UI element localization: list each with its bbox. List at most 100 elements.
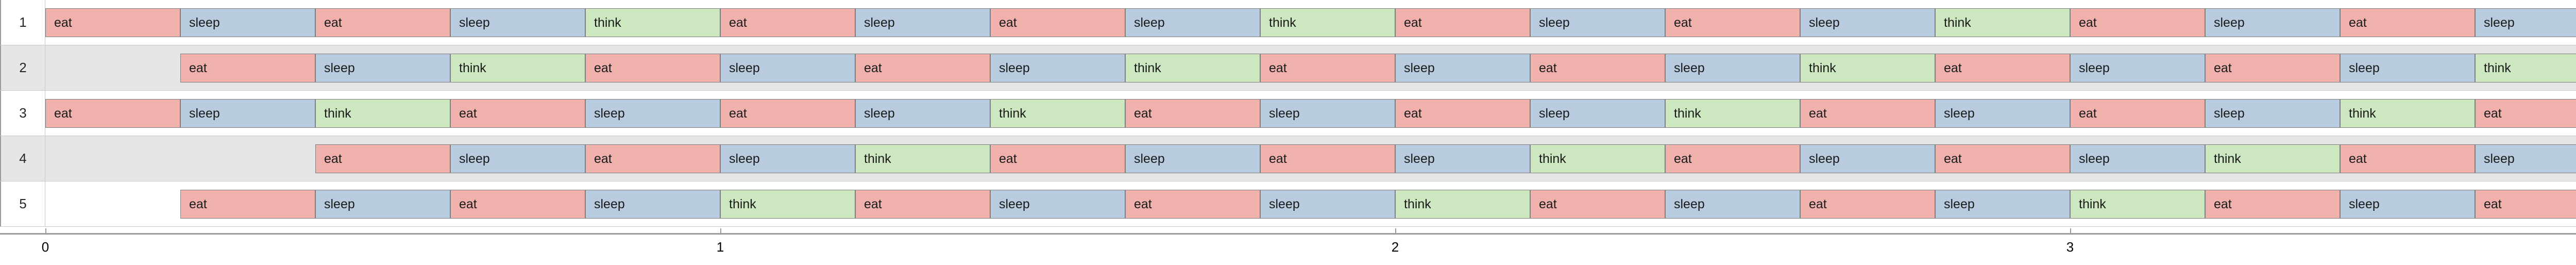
- gantt-segment-sleep[interactable]: sleep: [720, 54, 855, 82]
- gantt-segment-eat[interactable]: eat: [2475, 190, 2576, 219]
- gantt-segment-eat[interactable]: eat: [1260, 144, 1395, 173]
- gantt-segment-eat[interactable]: eat: [855, 190, 990, 219]
- gantt-segment-eat[interactable]: eat: [2205, 190, 2340, 219]
- gantt-segment-eat[interactable]: eat: [2205, 54, 2340, 82]
- gantt-segment-sleep[interactable]: sleep: [1800, 144, 1935, 173]
- gantt-segment-eat[interactable]: eat: [585, 54, 720, 82]
- gantt-segment-eat[interactable]: eat: [2070, 8, 2205, 37]
- gantt-segment-sleep[interactable]: sleep: [990, 190, 1125, 219]
- x-tick-mark: [2070, 228, 2071, 233]
- gantt-segment-think[interactable]: think: [2205, 144, 2340, 173]
- gantt-segment-label: think: [864, 151, 891, 166]
- gantt-segment-sleep[interactable]: sleep: [1125, 144, 1260, 173]
- gantt-segment-label: think: [2079, 196, 2106, 211]
- gantt-segment-sleep[interactable]: sleep: [1395, 144, 1530, 173]
- gantt-segment-think[interactable]: think: [2475, 54, 2576, 82]
- gantt-segment-sleep[interactable]: sleep: [2475, 8, 2576, 37]
- gantt-segment-sleep[interactable]: sleep: [2340, 54, 2475, 82]
- gantt-segment-sleep[interactable]: sleep: [585, 190, 720, 219]
- gantt-segment-think[interactable]: think: [1665, 99, 1800, 128]
- gantt-segment-eat[interactable]: eat: [1395, 8, 1530, 37]
- gantt-segment-eat[interactable]: eat: [180, 190, 315, 219]
- gantt-segment-sleep[interactable]: sleep: [1530, 8, 1665, 37]
- gantt-segment-eat[interactable]: eat: [1530, 190, 1665, 219]
- gantt-segment-eat[interactable]: eat: [1125, 99, 1260, 128]
- gantt-segment-label: think: [1269, 15, 1296, 30]
- gantt-segment-sleep[interactable]: sleep: [2475, 144, 2576, 173]
- gantt-segment-eat[interactable]: eat: [180, 54, 315, 82]
- gantt-segment-eat[interactable]: eat: [1530, 54, 1665, 82]
- gantt-segment-think[interactable]: think: [2070, 190, 2205, 219]
- gantt-segment-eat[interactable]: eat: [855, 54, 990, 82]
- gantt-segment-eat[interactable]: eat: [2070, 99, 2205, 128]
- gantt-segment-sleep[interactable]: sleep: [1530, 99, 1665, 128]
- gantt-segment-think[interactable]: think: [1935, 8, 2070, 37]
- gantt-segment-eat[interactable]: eat: [1125, 190, 1260, 219]
- gantt-segment-sleep[interactable]: sleep: [2070, 54, 2205, 82]
- gantt-segment-eat[interactable]: eat: [990, 8, 1125, 37]
- gantt-segment-eat[interactable]: eat: [1935, 54, 2070, 82]
- gantt-segment-label: eat: [324, 151, 342, 166]
- gantt-segment-think[interactable]: think: [855, 144, 990, 173]
- gantt-segment-think[interactable]: think: [315, 99, 450, 128]
- gantt-segment-sleep[interactable]: sleep: [2070, 144, 2205, 173]
- gantt-segment-sleep[interactable]: sleep: [1665, 190, 1800, 219]
- gantt-segment-sleep[interactable]: sleep: [1665, 54, 1800, 82]
- gantt-segment-sleep[interactable]: sleep: [1125, 8, 1260, 37]
- gantt-segment-sleep[interactable]: sleep: [2340, 190, 2475, 219]
- gantt-segment-sleep[interactable]: sleep: [720, 144, 855, 173]
- gantt-segment-think[interactable]: think: [1395, 190, 1530, 219]
- gantt-segment-eat[interactable]: eat: [1935, 144, 2070, 173]
- gantt-segment-think[interactable]: think: [450, 54, 585, 82]
- gantt-segment-eat[interactable]: eat: [1800, 190, 1935, 219]
- gantt-segment-sleep[interactable]: sleep: [2205, 99, 2340, 128]
- gantt-segment-sleep[interactable]: sleep: [2205, 8, 2340, 37]
- gantt-segment-eat[interactable]: eat: [1665, 144, 1800, 173]
- gantt-segment-eat[interactable]: eat: [990, 144, 1125, 173]
- gantt-segment-sleep[interactable]: sleep: [450, 8, 585, 37]
- gantt-segment-think[interactable]: think: [1125, 54, 1260, 82]
- gantt-segment-sleep[interactable]: sleep: [1935, 190, 2070, 219]
- gantt-segment-eat[interactable]: eat: [1260, 54, 1395, 82]
- gantt-segment-eat[interactable]: eat: [2340, 8, 2475, 37]
- gantt-segment-think[interactable]: think: [585, 8, 720, 37]
- gantt-segment-sleep[interactable]: sleep: [1260, 99, 1395, 128]
- gantt-segment-eat[interactable]: eat: [585, 144, 720, 173]
- gantt-segment-eat[interactable]: eat: [720, 99, 855, 128]
- gantt-segment-sleep[interactable]: sleep: [990, 54, 1125, 82]
- gantt-segment-sleep[interactable]: sleep: [855, 8, 990, 37]
- gantt-segment-eat[interactable]: eat: [720, 8, 855, 37]
- gantt-segment-eat[interactable]: eat: [1800, 99, 1935, 128]
- gantt-segment-eat[interactable]: eat: [450, 99, 585, 128]
- gantt-segment-eat[interactable]: eat: [45, 8, 180, 37]
- gantt-segment-eat[interactable]: eat: [315, 144, 450, 173]
- gantt-segment-think[interactable]: think: [990, 99, 1125, 128]
- gantt-segment-sleep[interactable]: sleep: [1260, 190, 1395, 219]
- gantt-segment-eat[interactable]: eat: [1665, 8, 1800, 37]
- gantt-segment-think[interactable]: think: [1800, 54, 1935, 82]
- gantt-segment-eat[interactable]: eat: [315, 8, 450, 37]
- gantt-segment-eat[interactable]: eat: [2475, 99, 2576, 128]
- gantt-segment-eat[interactable]: eat: [45, 99, 180, 128]
- gantt-segment-sleep[interactable]: sleep: [1395, 54, 1530, 82]
- gantt-segment-think[interactable]: think: [1260, 8, 1395, 37]
- gantt-segment-sleep[interactable]: sleep: [450, 144, 585, 173]
- gantt-segment-label: eat: [999, 151, 1017, 166]
- gantt-segment-eat[interactable]: eat: [1395, 99, 1530, 128]
- gantt-segment-think[interactable]: think: [720, 190, 855, 219]
- gantt-segment-sleep[interactable]: sleep: [855, 99, 990, 128]
- gantt-segment-sleep[interactable]: sleep: [585, 99, 720, 128]
- gantt-segment-sleep[interactable]: sleep: [315, 54, 450, 82]
- gantt-segment-sleep[interactable]: sleep: [180, 99, 315, 128]
- gantt-segment-sleep[interactable]: sleep: [1800, 8, 1935, 37]
- gantt-segment-think[interactable]: think: [2340, 99, 2475, 128]
- gantt-segment-label: sleep: [2349, 60, 2380, 75]
- gantt-segment-eat[interactable]: eat: [450, 190, 585, 219]
- gantt-segment-sleep[interactable]: sleep: [180, 8, 315, 37]
- gantt-segment-sleep[interactable]: sleep: [315, 190, 450, 219]
- gantt-segment-think[interactable]: think: [1530, 144, 1665, 173]
- gantt-segment-eat[interactable]: eat: [2340, 144, 2475, 173]
- x-tick-mark: [720, 228, 721, 233]
- gantt-segment-sleep[interactable]: sleep: [1935, 99, 2070, 128]
